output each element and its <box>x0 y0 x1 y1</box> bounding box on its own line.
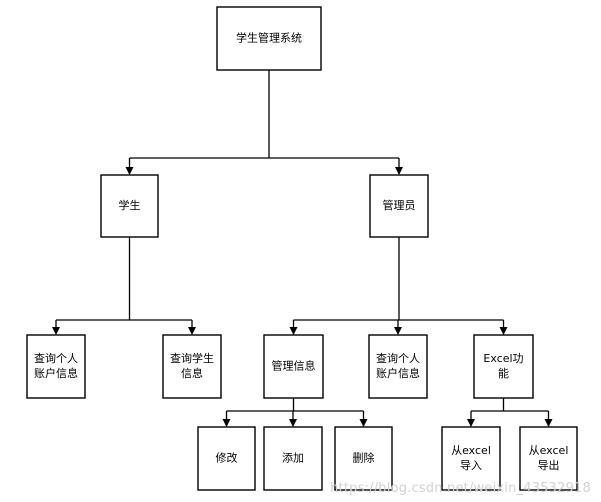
box-outline <box>26 334 86 399</box>
box-outline <box>162 334 222 399</box>
diagram-boxes: 学生管理系统学生管理员查询个人账户信息查询学生信息管理信息查询个人账户信息Exc… <box>26 6 578 491</box>
box-outline <box>369 174 429 238</box>
box-label-line: 账户信息 <box>34 366 78 380</box>
box-modify: 修改 <box>197 426 256 491</box>
box-label-line: 添加 <box>282 451 304 465</box>
box-outline <box>519 426 578 491</box>
box-label-line: 导出 <box>538 458 560 472</box>
box-outline <box>263 334 324 399</box>
box-outline <box>368 334 428 399</box>
box-label-line: 删除 <box>353 451 375 465</box>
box-manage: 管理信息 <box>263 334 324 399</box>
box-outline <box>473 334 534 399</box>
box-root: 学生管理系统 <box>216 6 322 71</box>
watermark-text: https://blog.csdn.net/weixin_43532918 <box>330 481 591 496</box>
box-outline <box>197 426 256 491</box>
box-label-line: 账户信息 <box>376 366 420 380</box>
box-add: 添加 <box>263 426 323 491</box>
box-label-line: 信息 <box>181 366 203 380</box>
box-label-line: 能 <box>498 366 509 380</box>
box-outline <box>100 174 159 238</box>
box-label-line: Excel功 <box>483 352 523 365</box>
box-outline <box>441 426 501 491</box>
box-label-line: 管理员 <box>383 198 416 212</box>
box-label-line: 从excel <box>451 444 491 457</box>
box-label-line: 修改 <box>216 451 238 465</box>
box-label-line: 学生 <box>119 198 141 212</box>
box-label-line: 查询学生 <box>170 351 214 365</box>
box-outline <box>334 426 393 491</box>
box-label-line: 查询个人 <box>34 351 78 365</box>
box-import: 从excel 导入 <box>441 426 501 491</box>
box-label-line: 导入 <box>460 459 482 472</box>
box-admin: 管理员 <box>369 174 429 238</box>
box-student: 学生 <box>100 174 159 238</box>
box-label-line: 学生管理系统 <box>236 31 302 45</box>
box-label-line: 查询个人 <box>376 351 420 365</box>
box-label-line: 管理信息 <box>272 359 316 373</box>
box-outline <box>263 426 323 491</box>
box-label-line: 从excel <box>529 444 569 457</box>
connector-lines <box>52 70 553 427</box>
box-outline <box>216 6 322 71</box>
box-delete: 删除 <box>334 426 393 491</box>
